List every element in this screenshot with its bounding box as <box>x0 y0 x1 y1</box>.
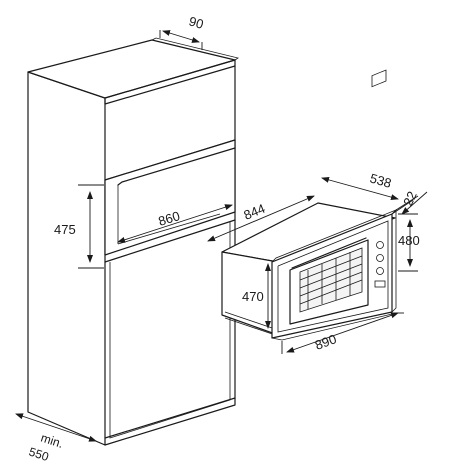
oven-front-inner-frame <box>277 220 389 333</box>
oven-door-window <box>299 247 363 313</box>
dim-front-height: 480 <box>398 213 420 272</box>
oven-button <box>374 280 386 288</box>
oven-display <box>371 69 387 88</box>
plinth-line <box>104 397 236 439</box>
dim-niche-height: 475 <box>54 184 104 269</box>
oven-knob-2 <box>376 254 384 262</box>
label-oven-depth: 538 <box>368 170 393 190</box>
dim-cabinet-min-depth: min. 550 <box>15 413 97 465</box>
oven-knob-1 <box>376 241 384 249</box>
oven-door-window-grid <box>299 252 363 309</box>
oven-knob-3 <box>376 267 384 275</box>
upper-door-edge <box>104 65 236 105</box>
dim-cabinet-top-depth: 90 <box>159 13 205 50</box>
label-cabinet-top-depth: 90 <box>187 13 205 31</box>
niche-back <box>117 147 236 186</box>
label-niche-width: 860 <box>156 208 181 229</box>
label-cabinet-min-depth: 550 <box>27 445 51 465</box>
label-niche-height: 475 <box>54 222 76 237</box>
label-front-width: 890 <box>313 331 339 353</box>
cabinet-front-outline <box>104 59 236 446</box>
label-oven-body-width: 844 <box>242 201 268 223</box>
dim-front-width: 890 <box>281 312 404 354</box>
dim-front-thickness: 22 <box>391 189 428 215</box>
top-back-ledge <box>151 37 239 61</box>
cabinet-left-side <box>27 71 106 446</box>
dim-oven-depth: 538 <box>321 170 399 201</box>
dim-body-height: 470 <box>242 263 271 329</box>
tall-cabinet <box>27 37 239 446</box>
oven-door-handle <box>291 237 367 269</box>
label-body-height: 470 <box>242 289 264 304</box>
oven-front-side-edge <box>391 209 397 313</box>
label-cabinet-min-depth-prefix: min. <box>39 431 65 451</box>
label-front-height: 480 <box>398 233 420 248</box>
label-front-thickness: 22 <box>400 189 420 208</box>
